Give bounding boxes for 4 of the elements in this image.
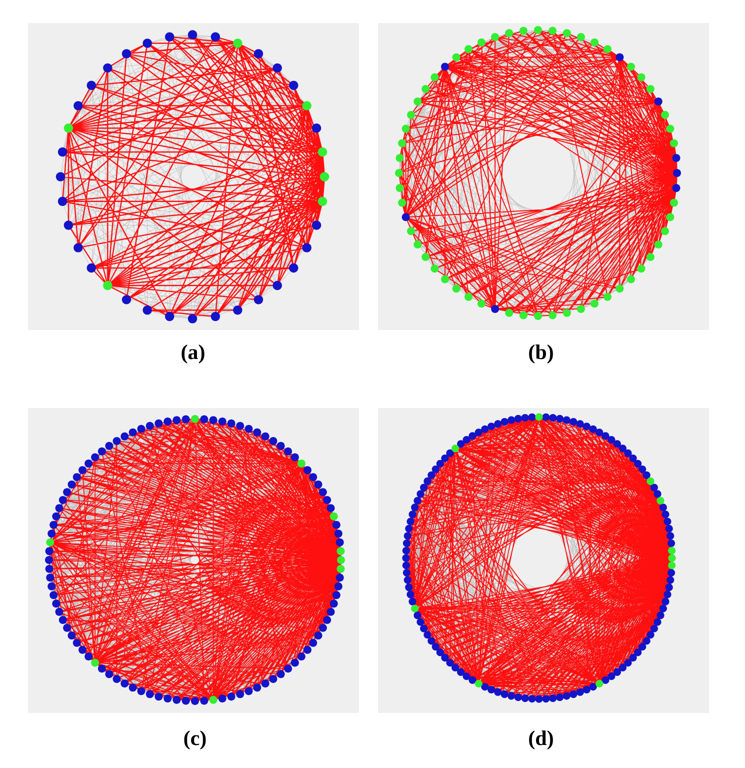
panel-label: (d): [529, 730, 553, 750]
panel-label: (b): [529, 344, 553, 364]
panel-label: (c): [184, 730, 206, 750]
panel-label: (a): [182, 344, 204, 364]
